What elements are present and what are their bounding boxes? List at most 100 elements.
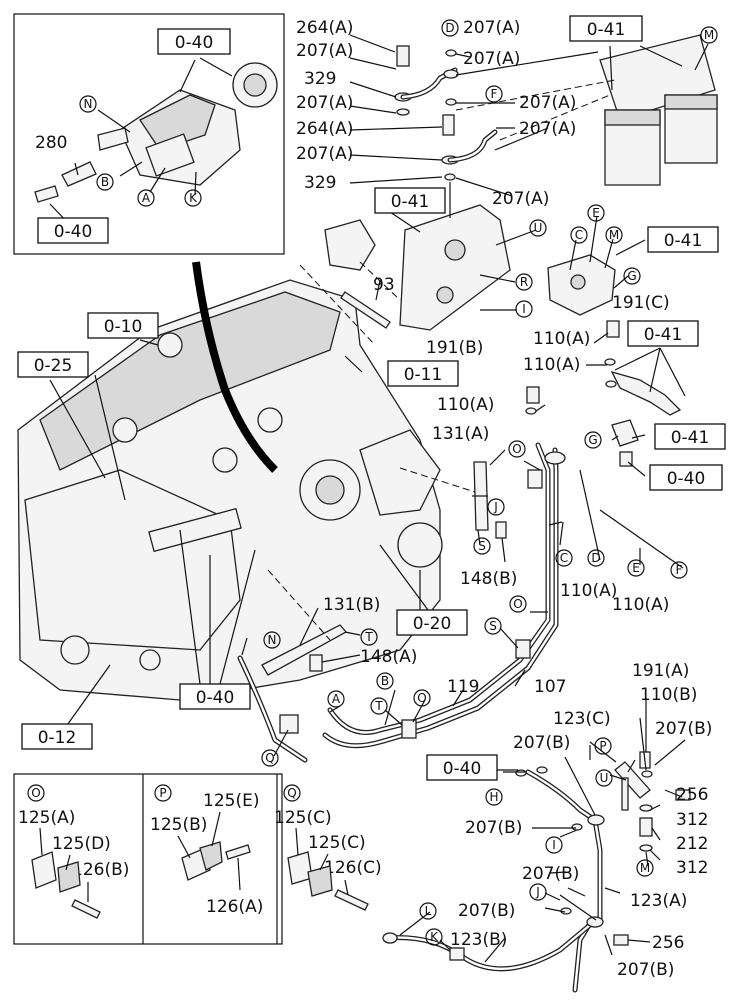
svg-text:0-40: 0-40 — [196, 688, 235, 708]
svg-text:0-10: 0-10 — [104, 317, 143, 337]
svg-text:M: M — [640, 861, 650, 875]
svg-text:G: G — [588, 433, 597, 447]
svg-text:D: D — [445, 21, 454, 35]
svg-text:125(C): 125(C) — [308, 833, 366, 853]
detail-panels-frame — [13, 773, 283, 945]
svg-text:148(B): 148(B) — [460, 569, 517, 589]
svg-text:123(B): 123(B) — [450, 930, 507, 950]
svg-text:126(B): 126(B) — [72, 860, 129, 880]
svg-text:O: O — [513, 597, 522, 611]
svg-text:93: 93 — [373, 275, 395, 295]
svg-text:0-41: 0-41 — [587, 20, 626, 40]
svg-text:312: 312 — [676, 810, 708, 830]
svg-text:207(B): 207(B) — [465, 818, 522, 838]
svg-text:0-41: 0-41 — [664, 231, 703, 251]
svg-text:Q: Q — [265, 751, 274, 765]
svg-text:207(A): 207(A) — [296, 41, 353, 61]
fuel-filter-illustration — [599, 34, 718, 186]
bolt-93 — [340, 291, 391, 329]
svg-text:207(A): 207(A) — [463, 49, 520, 69]
svg-text:207(A): 207(A) — [296, 144, 353, 164]
svg-text:R: R — [520, 275, 528, 289]
svg-text:D: D — [591, 551, 600, 565]
svg-text:U: U — [534, 221, 543, 235]
svg-text:0-40: 0-40 — [175, 33, 214, 53]
fuel-pipes-lower — [385, 766, 629, 993]
svg-text:P: P — [599, 739, 606, 753]
filter-head-plate-illustration — [324, 204, 511, 331]
svg-text:A: A — [332, 692, 341, 706]
inset-frame — [13, 13, 285, 255]
svg-text:256: 256 — [676, 785, 708, 805]
svg-text:O: O — [512, 442, 521, 456]
svg-text:126(C): 126(C) — [324, 858, 382, 878]
ref-box-0-41-c: 0-41 — [647, 226, 719, 253]
ref-box-0-40-a: 0-40 — [157, 28, 231, 55]
priming-pump-illustration — [547, 254, 616, 316]
svg-text:264(A): 264(A) — [296, 18, 353, 38]
svg-text:123(C): 123(C) — [553, 709, 611, 729]
svg-text:148(A): 148(A) — [360, 647, 417, 667]
svg-text:125(C): 125(C) — [274, 808, 332, 828]
svg-text:207(A): 207(A) — [296, 93, 353, 113]
svg-text:E: E — [632, 561, 640, 575]
svg-text:191(B): 191(B) — [426, 338, 483, 358]
svg-text:256: 256 — [652, 933, 684, 953]
svg-text:K: K — [189, 191, 198, 205]
svg-text:110(A): 110(A) — [533, 329, 590, 349]
ref-box-0-40-b: 0-40 — [37, 217, 109, 244]
svg-text:207(A): 207(A) — [492, 189, 549, 209]
fittings-right — [525, 320, 682, 467]
svg-text:0-41: 0-41 — [671, 428, 710, 448]
svg-text:212: 212 — [676, 834, 708, 854]
svg-text:207(B): 207(B) — [617, 960, 674, 980]
svg-text:264(A): 264(A) — [296, 119, 353, 139]
ref-box-0-20: 0-20 — [396, 609, 468, 636]
ref-box-0-41-a: 0-41 — [569, 15, 643, 42]
ref-box-0-41-d: 0-41 — [627, 320, 699, 347]
svg-text:0-41: 0-41 — [391, 192, 430, 212]
engine-block-illustration — [17, 279, 443, 701]
callout-circles: D F M N B A K U E C M R I G O G J S C D … — [79, 19, 718, 946]
svg-text:207(B): 207(B) — [655, 719, 712, 739]
svg-text:207(A): 207(A) — [519, 119, 576, 139]
svg-text:O: O — [31, 786, 40, 800]
svg-text:0-40: 0-40 — [54, 222, 93, 242]
svg-text:I: I — [522, 302, 526, 316]
svg-text:125(D): 125(D) — [52, 834, 111, 854]
svg-text:K: K — [430, 930, 439, 944]
svg-text:125(E): 125(E) — [203, 791, 259, 811]
svg-text:329: 329 — [304, 69, 336, 89]
svg-text:L: L — [425, 904, 432, 918]
svg-text:B: B — [101, 175, 109, 189]
ref-box-0-40-e: 0-40 — [426, 754, 498, 781]
svg-text:107: 107 — [534, 677, 566, 697]
svg-text:0-41: 0-41 — [644, 325, 683, 345]
part-labels: 264(A) 207(A) 207(A) 207(A) 329 207(A) 2… — [35, 18, 712, 980]
svg-text:P: P — [159, 786, 166, 800]
svg-text:0-11: 0-11 — [404, 365, 443, 385]
leak-pipe-lk — [382, 932, 465, 961]
svg-text:110(B): 110(B) — [640, 685, 697, 705]
ref-box-0-10: 0-10 — [87, 312, 159, 339]
detail-panel-p: P 125(E) 125(B) 126(A) — [150, 784, 263, 917]
injection-pump-illustration — [97, 62, 278, 186]
svg-text:125(B): 125(B) — [150, 815, 207, 835]
part-280-fitting — [34, 161, 97, 203]
svg-text:329: 329 — [304, 173, 336, 193]
svg-text:110(A): 110(A) — [523, 355, 580, 375]
ref-box-0-40-c: 0-40 — [649, 464, 723, 491]
svg-text:F: F — [676, 563, 683, 577]
detail-panel-o: O 125(A) 125(D) 126(B) — [18, 784, 129, 919]
svg-text:F: F — [491, 87, 498, 101]
svg-text:126(A): 126(A) — [206, 897, 263, 917]
ref-box-0-11: 0-11 — [387, 360, 459, 387]
svg-text:123(A): 123(A) — [630, 891, 687, 911]
svg-text:0-12: 0-12 — [38, 728, 77, 748]
svg-text:C: C — [575, 228, 583, 242]
svg-text:110(A): 110(A) — [437, 395, 494, 415]
ref-box-0-40-d: 0-40 — [179, 683, 251, 710]
fitting-stack-top — [394, 45, 498, 181]
detail-panel-q: Q 125(C) 125(C) 126(C) — [274, 784, 382, 911]
